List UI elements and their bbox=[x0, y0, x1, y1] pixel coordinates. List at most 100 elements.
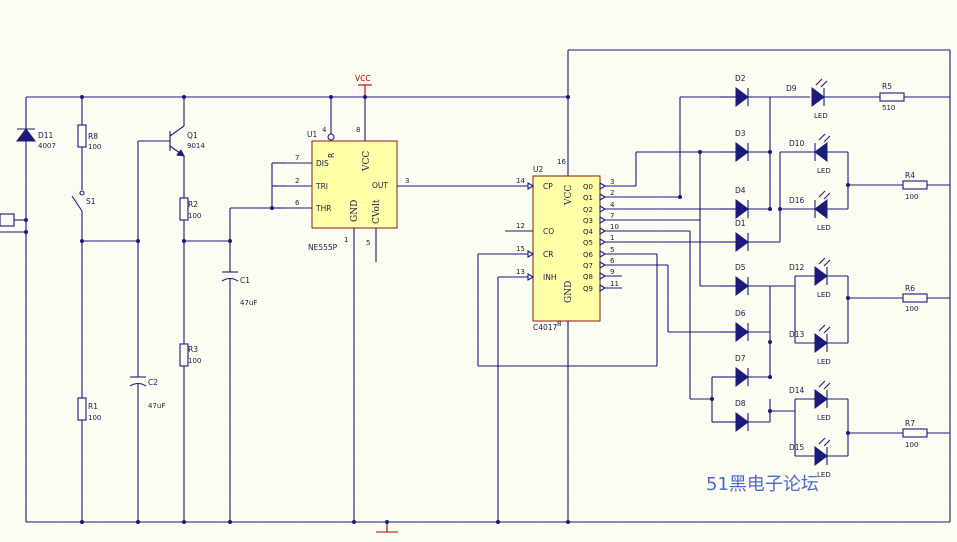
d6-ref: D6 bbox=[735, 309, 746, 318]
u2-output-label: Q1 bbox=[583, 194, 593, 202]
r2-ref: R2 bbox=[188, 200, 198, 209]
d12-type-label: LED bbox=[817, 291, 831, 299]
u2-pin-vcc-num: 16 bbox=[557, 158, 566, 166]
u1-pin-vcc: VCC bbox=[362, 151, 372, 172]
u1-pin-vcc-num: 8 bbox=[356, 126, 360, 134]
capacitor-c2: C2 47uF bbox=[129, 141, 165, 522]
u2-output-label: Q2 bbox=[583, 206, 593, 214]
d10-type-label: LED bbox=[817, 167, 831, 175]
junction-dots bbox=[24, 95, 850, 524]
u1-pin-thr-num: 6 bbox=[295, 199, 300, 207]
junction-dot bbox=[496, 520, 500, 524]
junction-dot bbox=[24, 230, 28, 234]
q1-value: 9014 bbox=[187, 142, 205, 150]
u2-pin-inh-num: 13 bbox=[516, 268, 525, 276]
d16-type-label: LED bbox=[817, 224, 831, 232]
resistor-r7: R7 100 bbox=[902, 419, 928, 449]
d3-ref: D3 bbox=[735, 129, 746, 138]
q1-ref: Q1 bbox=[187, 131, 198, 140]
chip-u1-ne555: 7 2 6 DIS TRI THR 4 8 R VCC 1 5 GND CVol… bbox=[271, 97, 528, 522]
u1-ref: U1 bbox=[307, 130, 317, 139]
resistor-r5: R5 510 bbox=[879, 82, 905, 112]
d5-ref: D5 bbox=[735, 263, 746, 272]
junction-dot bbox=[678, 195, 682, 199]
r3-value: 100 bbox=[188, 357, 201, 365]
u2-output-label: Q6 bbox=[583, 251, 594, 259]
junction-dot bbox=[182, 239, 186, 243]
s1-ref: S1 bbox=[86, 197, 96, 206]
d13-type-label: LED bbox=[817, 358, 831, 366]
u1-pin-tri-num: 2 bbox=[295, 177, 299, 185]
u2-pin-cr: CR bbox=[543, 250, 553, 259]
u2-output-pin-number: 11 bbox=[610, 280, 619, 288]
u2-output-pin-number: 10 bbox=[610, 223, 619, 231]
u1-pin-r: R bbox=[327, 153, 336, 158]
switch-s1: S1 bbox=[71, 190, 96, 241]
junction-dot bbox=[329, 95, 333, 99]
junction-dot bbox=[270, 206, 274, 210]
u2-pin-cr-num: 15 bbox=[516, 245, 525, 253]
u2-output-pin-number: 4 bbox=[610, 201, 615, 209]
junction-dot bbox=[80, 239, 84, 243]
u2-output-pin-number: 7 bbox=[610, 212, 614, 220]
u2-pin-cp: CP bbox=[543, 182, 553, 191]
u2-pin-inh: INH bbox=[543, 273, 556, 282]
r1-value: 100 bbox=[88, 414, 101, 422]
u2-output-pin-number: 5 bbox=[610, 246, 614, 254]
d4-ref: D4 bbox=[735, 186, 746, 195]
diode-d5: D5 bbox=[720, 263, 770, 296]
r3-ref: R3 bbox=[188, 345, 198, 354]
u2-pin-gnd-num: 8 bbox=[557, 320, 561, 328]
u2-output-label: Q3 bbox=[583, 217, 593, 225]
left-connector bbox=[0, 213, 26, 233]
d1-ref: D1 bbox=[735, 219, 746, 228]
d15-type-label: LED bbox=[817, 471, 831, 479]
junction-dot bbox=[566, 520, 570, 524]
u2-pin-co-num: 12 bbox=[516, 222, 525, 230]
diode-d4: D4 bbox=[720, 186, 770, 219]
u1-pin-dis: DIS bbox=[316, 159, 329, 168]
u1-pin-out-num: 3 bbox=[405, 177, 409, 185]
u1-part: NE555P bbox=[308, 243, 338, 252]
u2-pin-cp-num: 14 bbox=[516, 177, 525, 185]
chip-u2-c4017: U2 C4017 14 CP 12 CO 15 CR 13 INH 16 VCC… bbox=[478, 158, 622, 332]
diode-d6: D6 bbox=[720, 309, 770, 342]
r6-value: 100 bbox=[905, 305, 918, 313]
diode-d8: D8 bbox=[720, 399, 770, 432]
junction-dot bbox=[363, 95, 367, 99]
r8-ref: R8 bbox=[88, 132, 98, 141]
d14-ref: D14 bbox=[789, 386, 805, 395]
c2-value: 47uF bbox=[148, 402, 165, 410]
junction-dot bbox=[566, 95, 570, 99]
junction-dot bbox=[385, 520, 389, 524]
resistor-r4: R4 100 bbox=[902, 171, 928, 201]
d9-type-label: LED bbox=[814, 112, 828, 120]
u1-pin-cvolt-num: 5 bbox=[366, 239, 370, 247]
d14-type-label: LED bbox=[817, 414, 831, 422]
u1-pin-thr: THR bbox=[315, 204, 331, 213]
d12-ref: D12 bbox=[789, 263, 805, 272]
diode-d7: D7 bbox=[720, 354, 770, 387]
u2-output-label: Q7 bbox=[583, 262, 593, 270]
junction-dot bbox=[352, 520, 356, 524]
u1-pin-dis-num: 7 bbox=[295, 154, 299, 162]
d8-ref: D8 bbox=[735, 399, 746, 408]
diode-d11: D11 4007 bbox=[16, 128, 56, 150]
u2-pin-gnd: GND bbox=[564, 281, 574, 303]
junction-dot bbox=[182, 95, 186, 99]
u2-output-pin-number: 2 bbox=[610, 189, 614, 197]
u1-pin-out: OUT bbox=[372, 181, 388, 190]
d15-ref: D15 bbox=[789, 443, 805, 452]
r7-value: 100 bbox=[905, 441, 918, 449]
c1-value: 47uF bbox=[240, 299, 257, 307]
resistor-r6: R6 100 bbox=[902, 284, 928, 313]
u1-pin-cvolt: CVolt bbox=[372, 199, 382, 224]
reset-loop bbox=[477, 253, 658, 522]
junction-dot bbox=[136, 239, 140, 243]
